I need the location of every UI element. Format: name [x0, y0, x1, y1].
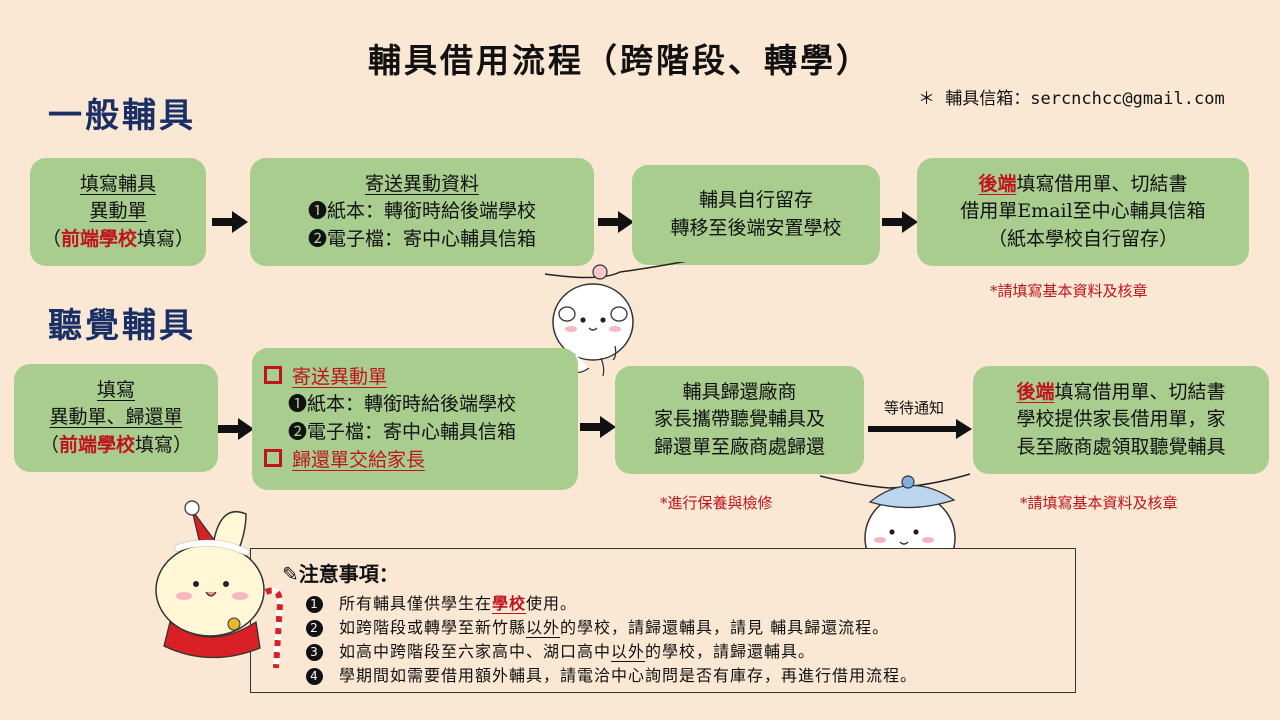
hearing-step4-note: *請填寫基本資料及核章	[1020, 494, 1178, 512]
hearing-step2-check2: 歸還單交給家長	[264, 447, 578, 475]
hearing-step3-line1: 輔具歸還廠商	[682, 380, 797, 403]
hearing-step2-line3: ❷電子檔：寄中心輔具信箱	[288, 421, 517, 443]
hearing-step3-box: 輔具歸還廠商 家長攜帶聽覺輔具及 歸還單至廠商處歸還	[615, 366, 864, 474]
notes-title: ✎注意事項：	[282, 558, 399, 587]
hearing-step1-box: 填寫 異動單、歸還單 （前端學校填寫）	[14, 364, 218, 472]
back-end-label: 後端	[978, 172, 1017, 195]
return-form-label: 歸還單交給家長	[292, 448, 426, 471]
page-title: 輔具借用流程（跨階段、轉學）	[368, 41, 872, 80]
number-badge: 1	[306, 596, 323, 613]
front-school-label: 前端學校	[58, 433, 135, 456]
general-step4-note: *請填寫基本資料及核章	[990, 282, 1148, 300]
note-highlight: 學校	[492, 594, 527, 613]
arrow-right-icon	[212, 211, 248, 233]
note-item-1: 1 所有輔具僅供學生在學校使用。	[306, 590, 577, 614]
email-note: ＊ 輔具信箱：sercnchcc@gmail.com	[918, 89, 1225, 109]
front-school-label: 前端學校	[60, 227, 137, 250]
general-step1-line3: （前端學校填寫）	[42, 226, 194, 254]
note-item-2: 2 如跨階段或轉學至新竹縣以外的學校，請歸還輔具，請見 輔具歸還流程。	[306, 614, 889, 638]
arrow-right-icon	[580, 416, 616, 438]
wait-label: 等待通知	[884, 399, 945, 417]
note-text: 如高中跨階段至六家高中、湖口高中	[339, 642, 612, 661]
general-step3-line2: 轉移至後端安置學校	[670, 217, 842, 239]
general-step1-box: 填寫輔具 異動單 （前端學校填寫）	[30, 158, 206, 266]
general-step3-box: 輔具自行留存 轉移至後端安置學校	[632, 165, 880, 265]
note-highlight: 以外	[526, 618, 561, 637]
note-text: 使用。	[526, 594, 578, 613]
general-step4-line3: （紙本學校自行留存）	[987, 227, 1178, 250]
paren: （	[39, 433, 59, 456]
number-badge: 4	[306, 668, 323, 685]
hearing-heading: 聽覺輔具	[48, 306, 196, 346]
note-text: 如跨階段或轉學至新竹縣	[339, 618, 527, 637]
general-step4-box: 後端填寫借用單、切結書 借用單Email至中心輔具信箱 （紙本學校自行留存）	[917, 158, 1249, 266]
hearing-step3-note: *進行保養與檢修	[660, 494, 773, 512]
general-step2-line2: ❶紙本：轉銜時給後端學校	[307, 200, 536, 223]
number-badge: 2	[306, 620, 323, 637]
number-badge: 3	[306, 644, 323, 661]
general-heading: 一般輔具	[48, 96, 196, 136]
arrow-right-icon	[882, 211, 918, 233]
general-step2-line1: 寄送異動資料	[364, 172, 479, 195]
notes-title-text: 注意事項：	[298, 562, 399, 586]
note-text: 學期間如需要借用額外輔具，請電洽中心詢問是否有庫存，再進行借用流程。	[339, 666, 918, 685]
note-text: 的學校，請歸還輔具，請見 輔具歸還流程。	[560, 618, 890, 637]
general-step1-line1: 填寫輔具	[79, 172, 156, 195]
note-text: 的學校，請歸還輔具。	[645, 642, 816, 661]
hearing-step1-line3: （前端學校填寫）	[40, 432, 192, 460]
pencil-icon: ✎	[282, 562, 299, 586]
general-step2-box: 寄送異動資料 ❶紙本：轉銜時給後端學校 ❷電子檔：寄中心輔具信箱	[250, 158, 594, 266]
hearing-step2-box: 寄送異動單 ❶紙本：轉銜時給後端學校 ❷電子檔：寄中心輔具信箱 歸還單交給家長	[252, 348, 578, 490]
paren: （	[41, 227, 61, 250]
note-item-4: 4 學期間如需要借用額外輔具，請電洽中心詢問是否有庫存，再進行借用流程。	[306, 662, 917, 686]
arrow-right-icon	[218, 418, 254, 440]
step4-text: 填寫借用單、切結書	[1054, 380, 1226, 403]
general-step4-line2: 借用單Email至中心輔具信箱	[960, 200, 1206, 223]
hearing-step4-box: 後端填寫借用單、切結書 學校提供家長借用單，家 長至廠商處領取聽覺輔具	[973, 366, 1269, 474]
general-step4-line1: 後端填寫借用單、切結書	[978, 171, 1187, 199]
note-text: 所有輔具僅供學生在	[339, 594, 493, 613]
long-arrow-right-icon	[868, 419, 972, 439]
note-highlight: 以外	[611, 642, 646, 661]
back-end-label: 後端	[1016, 380, 1055, 403]
fill-label: 填寫）	[137, 227, 195, 250]
send-form-label: 寄送異動單	[292, 365, 388, 388]
hearing-step3-line3: 歸還單至廠商處歸還	[653, 435, 825, 458]
fill-label: 填寫）	[135, 433, 193, 456]
hearing-step4-line3: 長至廠商處領取聽覺輔具	[1016, 435, 1226, 458]
general-step1-line2: 異動單	[89, 200, 147, 223]
bunny-santa-character-icon	[155, 500, 284, 669]
checkbox-icon	[264, 448, 282, 467]
hearing-step1-line2: 異動單、歸還單	[49, 406, 183, 429]
hearing-step2-line2: ❶紙本：轉銜時給後端學校	[288, 393, 517, 416]
checkbox-icon	[264, 365, 282, 384]
hearing-step4-line1: 後端填寫借用單、切結書	[1016, 379, 1225, 407]
step4-text: 填寫借用單、切結書	[1016, 172, 1188, 195]
hearing-step1-line1: 填寫	[96, 378, 135, 401]
general-step2-line3: ❷電子檔：寄中心輔具信箱	[307, 227, 536, 250]
hearing-step4-line2: 學校提供家長借用單，家	[1016, 408, 1226, 431]
arrow-right-icon	[598, 211, 634, 233]
hearing-step3-line2: 家長攜帶聽覺輔具及	[653, 408, 825, 431]
notes-box	[250, 548, 1076, 693]
hearing-step2-check1: 寄送異動單	[264, 364, 578, 392]
note-item-3: 3 如高中跨階段至六家高中、湖口高中以外的學校，請歸還輔具。	[306, 638, 815, 662]
general-step3-line1: 輔具自行留存	[698, 189, 813, 212]
